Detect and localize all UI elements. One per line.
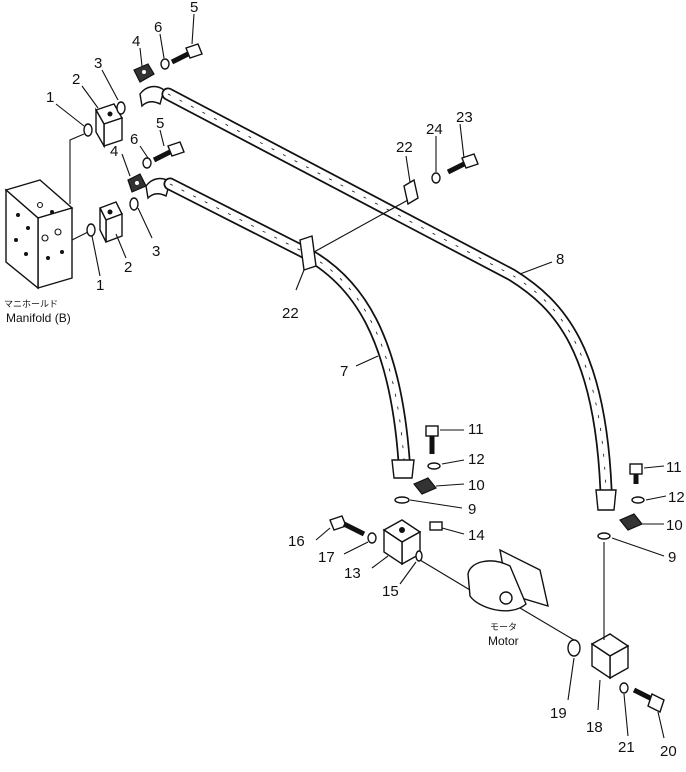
o-ring-15	[415, 550, 423, 562]
callout-1-upper: 1	[46, 89, 54, 106]
split-flange-10-left	[413, 477, 437, 495]
callout-5-upper: 5	[190, 0, 198, 16]
callout-17: 17	[318, 549, 335, 566]
callout-24: 24	[426, 121, 443, 138]
washer-21	[619, 682, 629, 694]
callout-22-lower: 22	[282, 305, 299, 322]
bolt-11-right	[629, 463, 643, 484]
o-ring-1-lower	[86, 223, 96, 237]
callout-2-upper: 2	[72, 71, 80, 88]
callout-11-left: 11	[468, 421, 484, 438]
callout-1-lower: 1	[96, 277, 104, 294]
callout-15: 15	[382, 583, 399, 600]
manifold-jp-label: マニホールド	[4, 299, 58, 309]
o-ring-19	[567, 639, 581, 657]
callout-20: 20	[660, 743, 677, 760]
callout-12-right: 12	[668, 489, 685, 506]
washer-12-left	[427, 462, 441, 470]
callout-13: 13	[344, 565, 361, 582]
callout-2-lower: 2	[124, 259, 132, 276]
split-flange-4-lower	[127, 173, 147, 193]
callout-6-lower: 6	[130, 131, 138, 148]
split-flange-2-lower	[99, 201, 123, 244]
callout-10-left: 10	[468, 477, 485, 494]
bolt-16	[329, 515, 366, 537]
callout-4-upper: 4	[132, 33, 140, 50]
bolt-5-upper	[170, 43, 203, 65]
callout-21: 21	[618, 739, 635, 756]
callout-9-left: 9	[468, 501, 476, 518]
callout-6-upper: 6	[154, 19, 162, 36]
plug-14	[429, 521, 443, 531]
block-18	[590, 633, 630, 680]
split-flange-10-right	[619, 513, 643, 531]
o-ring-9-right	[597, 532, 611, 540]
leader-lines	[55, 13, 667, 739]
callout-9-right: 9	[668, 549, 676, 566]
bolt-5-lower	[152, 141, 185, 163]
callout-16: 16	[288, 533, 305, 550]
split-flange-2-upper	[94, 103, 124, 149]
manifold-label: Manifold (B)	[6, 311, 71, 325]
callout-3-lower: 3	[152, 243, 160, 260]
block-13	[382, 519, 422, 566]
callout-10-right: 10	[666, 517, 683, 534]
callout-14: 14	[468, 527, 485, 544]
washer-6-upper	[160, 58, 170, 70]
washer-6-lower	[142, 157, 152, 169]
motor	[467, 548, 549, 612]
motor-label: Motor	[488, 634, 519, 648]
callout-19: 19	[550, 705, 567, 722]
bolt-20	[632, 687, 665, 713]
washer-24	[431, 172, 441, 184]
clamp-22-upper	[403, 178, 419, 206]
split-flange-4-upper	[133, 63, 155, 83]
o-ring-3-lower	[129, 197, 139, 211]
callout-18: 18	[586, 719, 603, 736]
motor-jp-label: モータ	[490, 622, 517, 632]
callout-11-right: 11	[666, 459, 682, 476]
callout-4-lower: 4	[110, 143, 118, 160]
manifold-block	[4, 179, 74, 290]
callout-8: 8	[556, 251, 564, 268]
callout-22-upper: 22	[396, 139, 413, 156]
o-ring-9-left	[394, 496, 410, 504]
callout-3-upper: 3	[94, 55, 102, 72]
washer-17	[367, 532, 377, 544]
callout-7: 7	[340, 363, 348, 380]
o-ring-1-upper	[83, 123, 93, 137]
hose-7	[145, 177, 415, 479]
o-ring-3-upper	[116, 101, 126, 115]
bolt-11-left	[425, 425, 439, 454]
clamp-22-lower	[299, 235, 317, 271]
callout-5-lower: 5	[156, 115, 164, 132]
bolt-23	[446, 153, 479, 175]
callout-12-left: 12	[468, 451, 485, 468]
callout-23: 23	[456, 109, 473, 126]
hose-8	[139, 85, 617, 511]
washer-12-right	[631, 496, 645, 504]
